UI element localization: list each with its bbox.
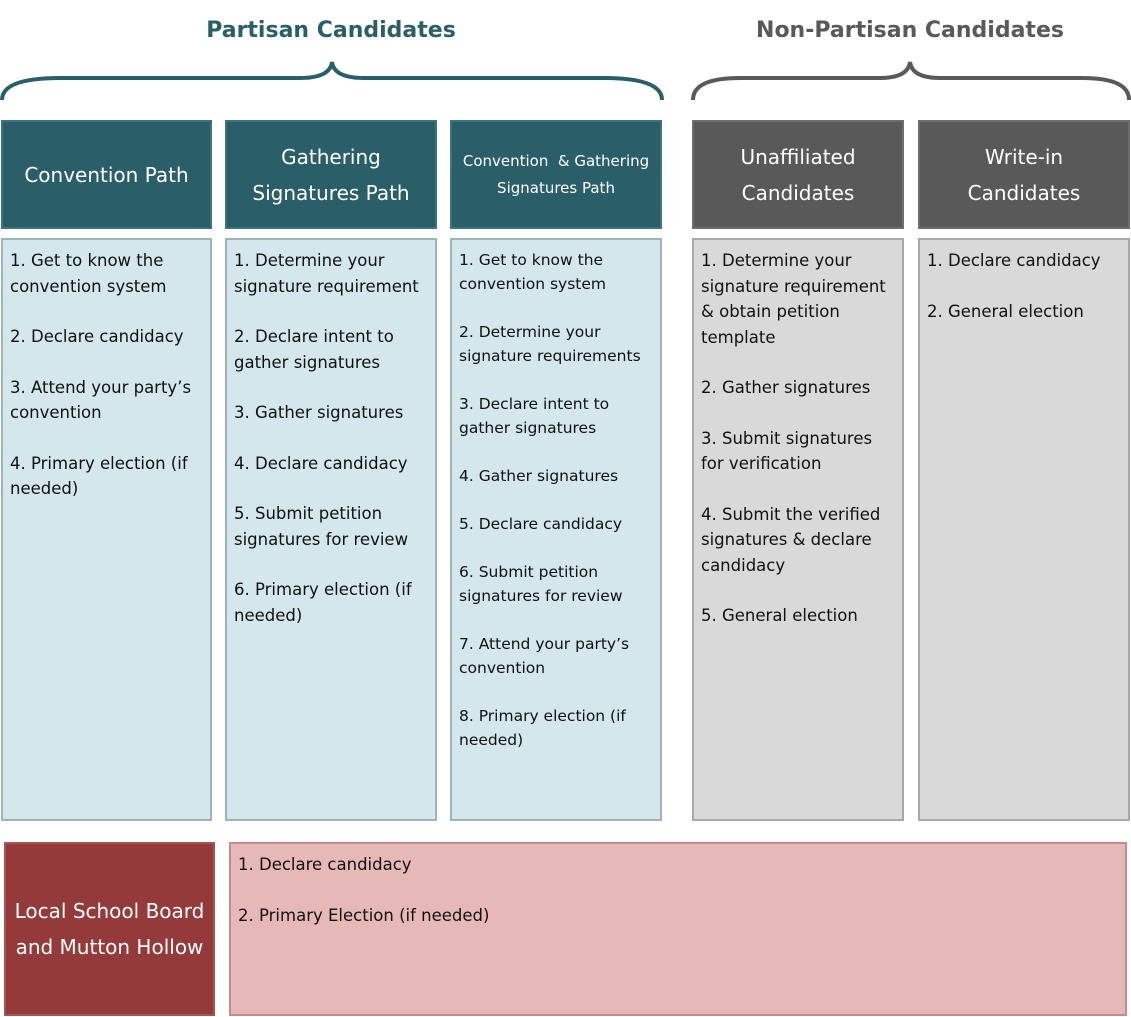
- write-in-candidates-steps: 1. Declare candidacy 2. General election: [918, 238, 1130, 821]
- local-school-board-title: Local School Board and Mutton Hollow: [14, 899, 205, 959]
- write-in-candidates-header: Write-in Candidates: [918, 120, 1130, 229]
- step-item: 2. Declare candidacy: [10, 327, 184, 346]
- step-item: 1. Declare candidacy: [927, 251, 1101, 270]
- gathering-signatures-path-steps: 1. Determine your signature requirement …: [225, 238, 437, 821]
- nonpartisan-brace: [691, 61, 1131, 101]
- step-item: 1. Determine your signature requirement: [234, 251, 419, 296]
- step-item: 4. Primary election (if needed): [10, 453, 188, 499]
- step-item: 2. General election: [927, 301, 1084, 321]
- step-item: 1. Determine your signature requirement …: [701, 251, 886, 347]
- unaffiliated-candidates-header: Unaffiliated Candidates: [692, 120, 904, 229]
- unaffiliated-candidates-title: Unaffiliated Candidates: [740, 144, 856, 205]
- convention-path-steps: 1. Get to know the convention system 2. …: [1, 238, 212, 821]
- unaffiliated-candidates-steps: 1. Determine your signature requirement …: [692, 238, 904, 821]
- step-item: 5. Declare candidacy: [459, 515, 623, 533]
- convention-path-header: Convention Path: [1, 120, 212, 229]
- gathering-signatures-path-title: Gathering Signatures Path: [252, 144, 410, 205]
- step-item: 4. Gather signatures: [459, 467, 619, 485]
- step-item: 4. Submit the verified signatures & decl…: [701, 504, 881, 575]
- step-item: 2. Primary Election (if needed): [238, 905, 490, 925]
- step-item: 1. Declare candidacy: [238, 855, 412, 874]
- local-school-board-steps: 1. Declare candidacy 2. Primary Election…: [229, 842, 1127, 1016]
- local-school-board-header: Local School Board and Mutton Hollow: [4, 842, 215, 1016]
- convention-gathering-path-title: Convention & Gathering Signatures Path: [462, 151, 654, 197]
- nonpartisan-candidates-title: Non-Partisan Candidates: [756, 18, 1064, 43]
- step-item: 6. Submit petition signatures for review: [459, 563, 623, 605]
- step-item: 6. Primary election (if needed): [234, 580, 412, 625]
- partisan-brace: [0, 61, 664, 101]
- step-item: 2. Gather signatures: [701, 378, 871, 397]
- step-item: 3. Attend your party’s convention: [10, 377, 192, 423]
- step-item: 1. Get to know the convention system: [459, 251, 607, 293]
- convention-gathering-path-header: Convention & Gathering Signatures Path: [450, 120, 662, 229]
- step-item: 3. Gather signatures: [234, 403, 404, 422]
- step-item: 3. Declare intent to gather signatures: [459, 395, 610, 437]
- step-item: 2. Declare intent to gather signatures: [234, 327, 394, 372]
- step-item: 5. General election: [701, 606, 858, 625]
- step-item: 1. Get to know the convention system: [10, 251, 167, 296]
- gathering-signatures-path-header: Gathering Signatures Path: [225, 120, 437, 229]
- step-item: 2. Determine your signature requirements: [459, 323, 641, 365]
- group-braces: [0, 61, 1131, 101]
- step-item: 7. Attend your party’s convention: [459, 635, 630, 677]
- convention-gathering-path-steps: 1. Get to know the convention system 2. …: [450, 238, 662, 821]
- step-item: 3. Submit signatures for verification: [701, 428, 873, 474]
- write-in-candidates-title: Write-in Candidates: [967, 144, 1081, 205]
- step-item: 8. Primary election (if needed): [459, 707, 626, 749]
- convention-path-title: Convention Path: [24, 162, 189, 187]
- step-item: 5. Submit petition signatures for review: [234, 504, 409, 549]
- partisan-candidates-title: Partisan Candidates: [206, 18, 456, 43]
- step-item: 4. Declare candidacy: [234, 453, 408, 473]
